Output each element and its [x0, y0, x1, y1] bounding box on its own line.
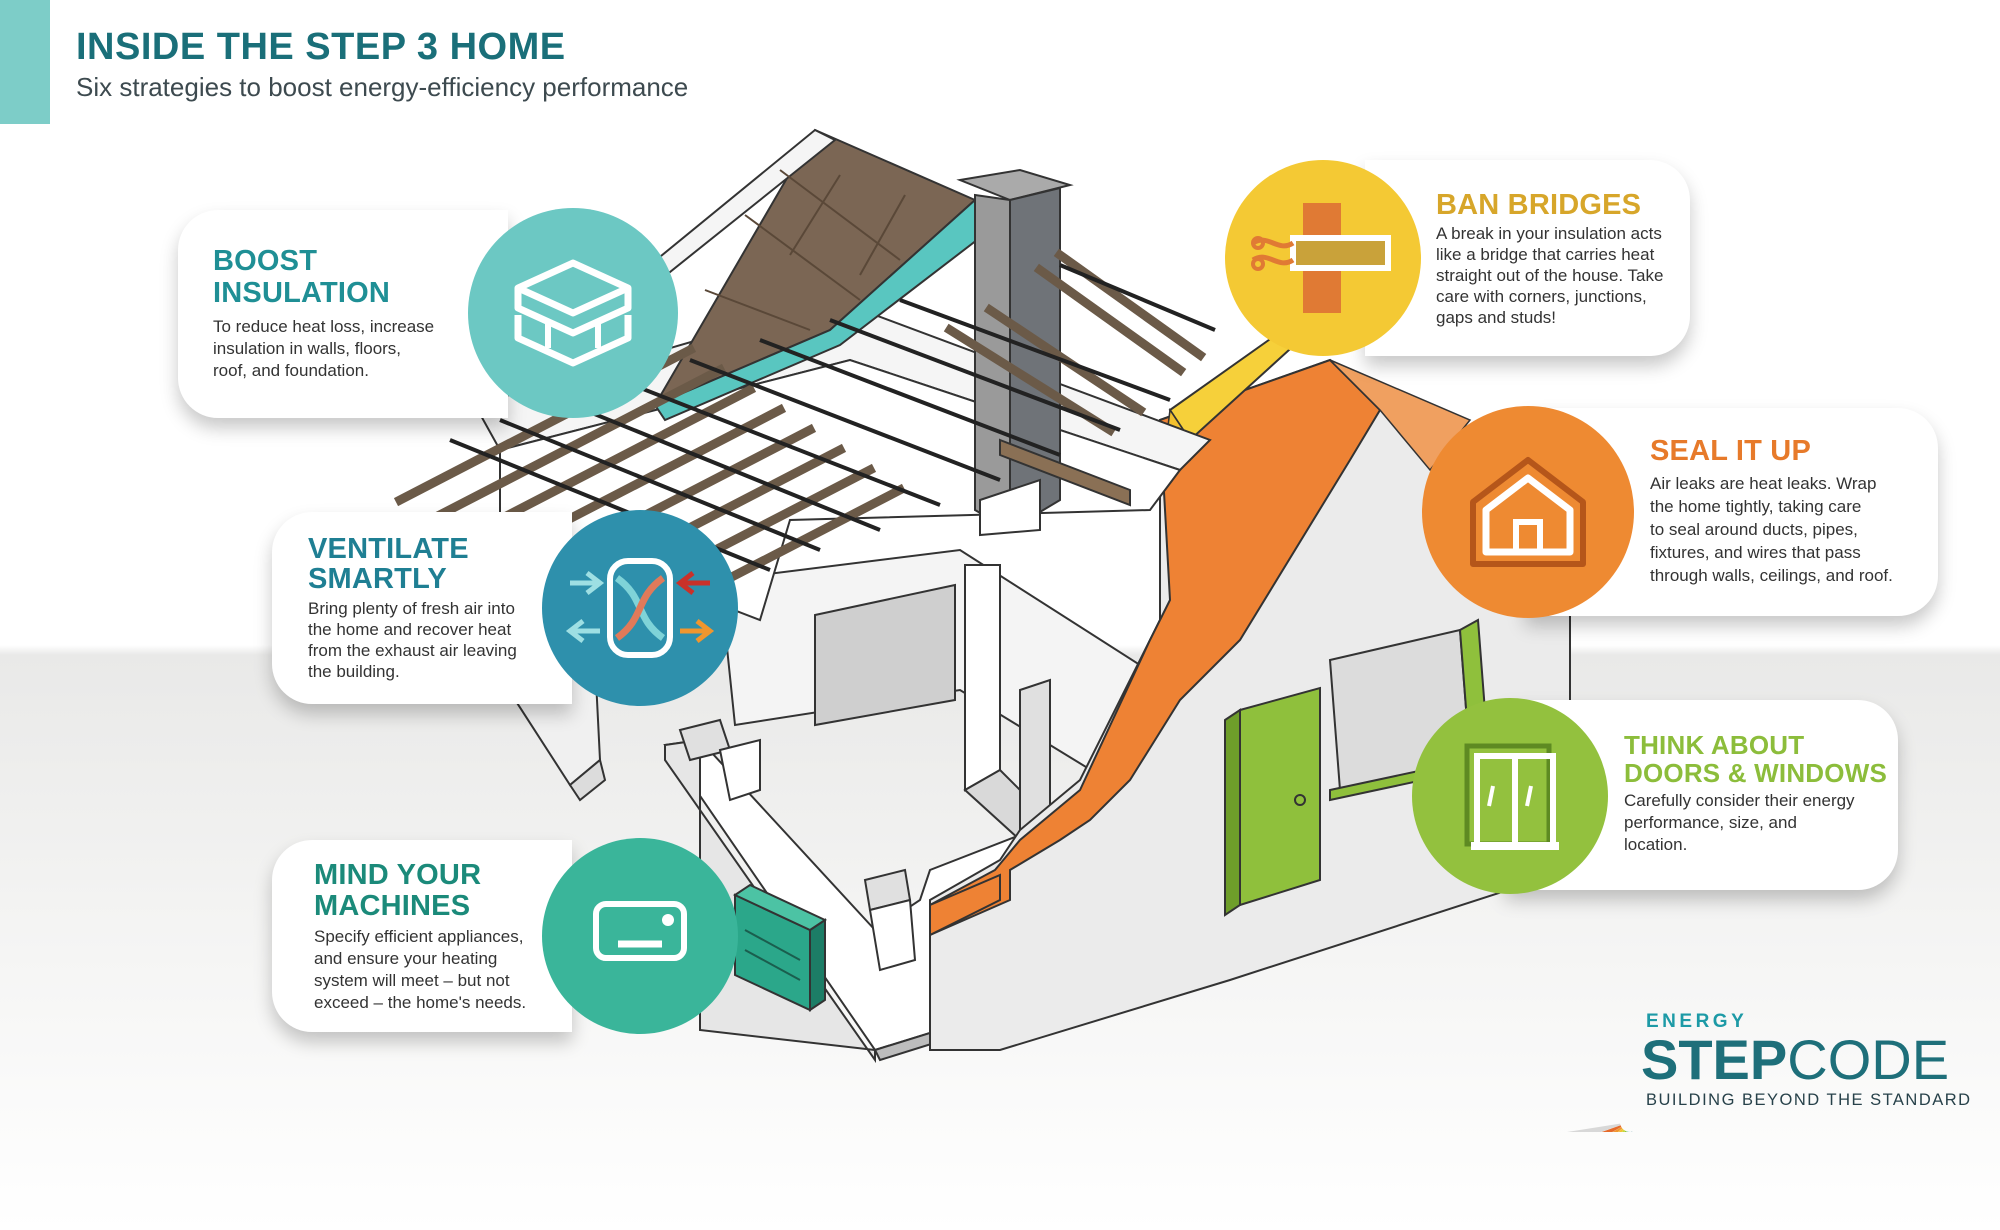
logo-tagline: BUILDING BEYOND THE STANDARD — [1646, 1091, 1972, 1109]
step-code-logo-fan-icon — [1567, 1123, 1633, 1132]
heat-pump-unit-icon — [593, 901, 687, 961]
ban-bridges-text-line-3: straight out of the house. Take — [1436, 266, 1664, 285]
logo-fan-blade — [1621, 1129, 1626, 1132]
ban-bridges-circle — [1225, 160, 1421, 356]
window-icon — [1464, 743, 1559, 850]
boost-insulation-title-line-2: INSULATION — [213, 277, 391, 309]
boost-insulation-circle — [468, 208, 678, 418]
logo-fan-blade — [1626, 1131, 1629, 1132]
roof-joists-dark — [449, 263, 1216, 572]
boost-insulation-text-line-2: insulation in walls, floors, — [213, 339, 402, 358]
logo-fan-blade — [1567, 1123, 1621, 1132]
boost-insulation-text-line-1: To reduce heat loss, increase — [213, 317, 435, 336]
doors-windows-title-line-1: THINK ABOUT — [1624, 730, 1805, 760]
heat-pump-unit — [732, 883, 828, 1012]
roof-surface — [648, 128, 992, 422]
ventilate-smartly-text-line-4: the building. — [308, 662, 400, 681]
thermal-bridge-icon — [1251, 203, 1391, 313]
ban-bridges-text-line-5: gaps and studs! — [1436, 308, 1557, 327]
boost-insulation-text-line-3: roof, and foundation. — [213, 361, 369, 380]
insulation-icon — [514, 259, 632, 367]
mind-your-machines-card — [272, 840, 572, 1032]
seal-it-up-text-line-5: through walls, ceilings, and roof. — [1650, 566, 1893, 585]
seal-it-up-circle — [1422, 406, 1634, 618]
mind-your-machines-text-line-1: Specify efficient appliances, — [314, 927, 524, 946]
ban-bridges-title: BAN BRIDGES — [1436, 189, 1642, 221]
doors-windows-text-line-3: location. — [1624, 835, 1688, 854]
mind-your-machines-text-line-2: and ensure your heating — [314, 949, 498, 968]
mind-your-machines-title-line-1: MIND YOUR — [314, 859, 482, 891]
page-subtitle: Six strategies to boost energy-efficienc… — [76, 72, 689, 102]
heat-recovery-ventilator-icon — [565, 558, 715, 658]
logo-energy-text: ENERGY — [1646, 1011, 1748, 1032]
seal-it-up-text-line-2: the home tightly, taking care — [1650, 497, 1862, 516]
mind-your-machines-circle — [542, 838, 738, 1034]
house-seal-icon — [1470, 457, 1586, 567]
logo-fan-blade — [1624, 1130, 1627, 1132]
logo-wordmark: STEPCODE — [1641, 1030, 1949, 1090]
mind-your-machines-text-line-4: exceed – the home's needs. — [314, 993, 527, 1012]
logo-fan-blade — [1612, 1127, 1623, 1132]
doors-windows-title-line-2: DOORS & WINDOWS — [1624, 758, 1887, 788]
foundation-blocks — [678, 718, 1001, 972]
boost-insulation-card — [178, 210, 508, 418]
boost-insulation-title-line-1: BOOST — [213, 245, 318, 277]
seal-it-up-text-line-4: fixtures, and wires that pass — [1650, 543, 1861, 562]
ventilate-smartly-text-line-1: Bring plenty of fresh air into — [308, 599, 515, 618]
seal-it-up-text-line-1: Air leaks are heat leaks. Wrap — [1650, 474, 1877, 493]
ventilate-smartly-card — [272, 512, 572, 704]
page-title: INSIDE THE STEP 3 HOME — [76, 26, 566, 68]
doors-windows-text-line-1: Carefully consider their energy — [1624, 791, 1855, 810]
interior-walls — [718, 548, 1141, 842]
mind-your-machines-text-line-3: system will meet – but not — [314, 971, 510, 990]
doors-windows-circle — [1412, 698, 1608, 894]
header-accent-bar — [0, 0, 50, 124]
ventilate-smartly-circle — [542, 510, 738, 706]
ban-bridges-text-line-4: care with corners, junctions, — [1436, 287, 1647, 306]
seal-it-up-text-line-3: to seal around ducts, pipes, — [1650, 520, 1858, 539]
beam — [999, 438, 1131, 507]
logo-step-text: STEP — [1641, 1028, 1788, 1091]
ban-bridges-text-line-1: A break in your insulation acts — [1436, 224, 1662, 243]
mind-your-machines-title-line-2: MACHINES — [314, 890, 471, 922]
ventilate-smartly-title-line-1: VENTILATE — [308, 533, 469, 565]
ban-bridges-text-line-2: like a bridge that carries heat — [1436, 245, 1655, 264]
logo-fan-blade — [1618, 1128, 1624, 1132]
ventilate-smartly-title-line-2: SMARTLY — [308, 563, 447, 595]
logo-fan-blade — [1601, 1125, 1622, 1132]
seal-it-up-title: SEAL IT UP — [1650, 435, 1811, 467]
ventilate-smartly-text-line-2: the home and recover heat — [308, 620, 512, 639]
ventilate-smartly-text-line-3: from the exhaust air leaving — [308, 641, 517, 660]
doors-windows-text-line-2: performance, size, and — [1624, 813, 1797, 832]
logo-code-text: CODE — [1787, 1028, 1950, 1091]
